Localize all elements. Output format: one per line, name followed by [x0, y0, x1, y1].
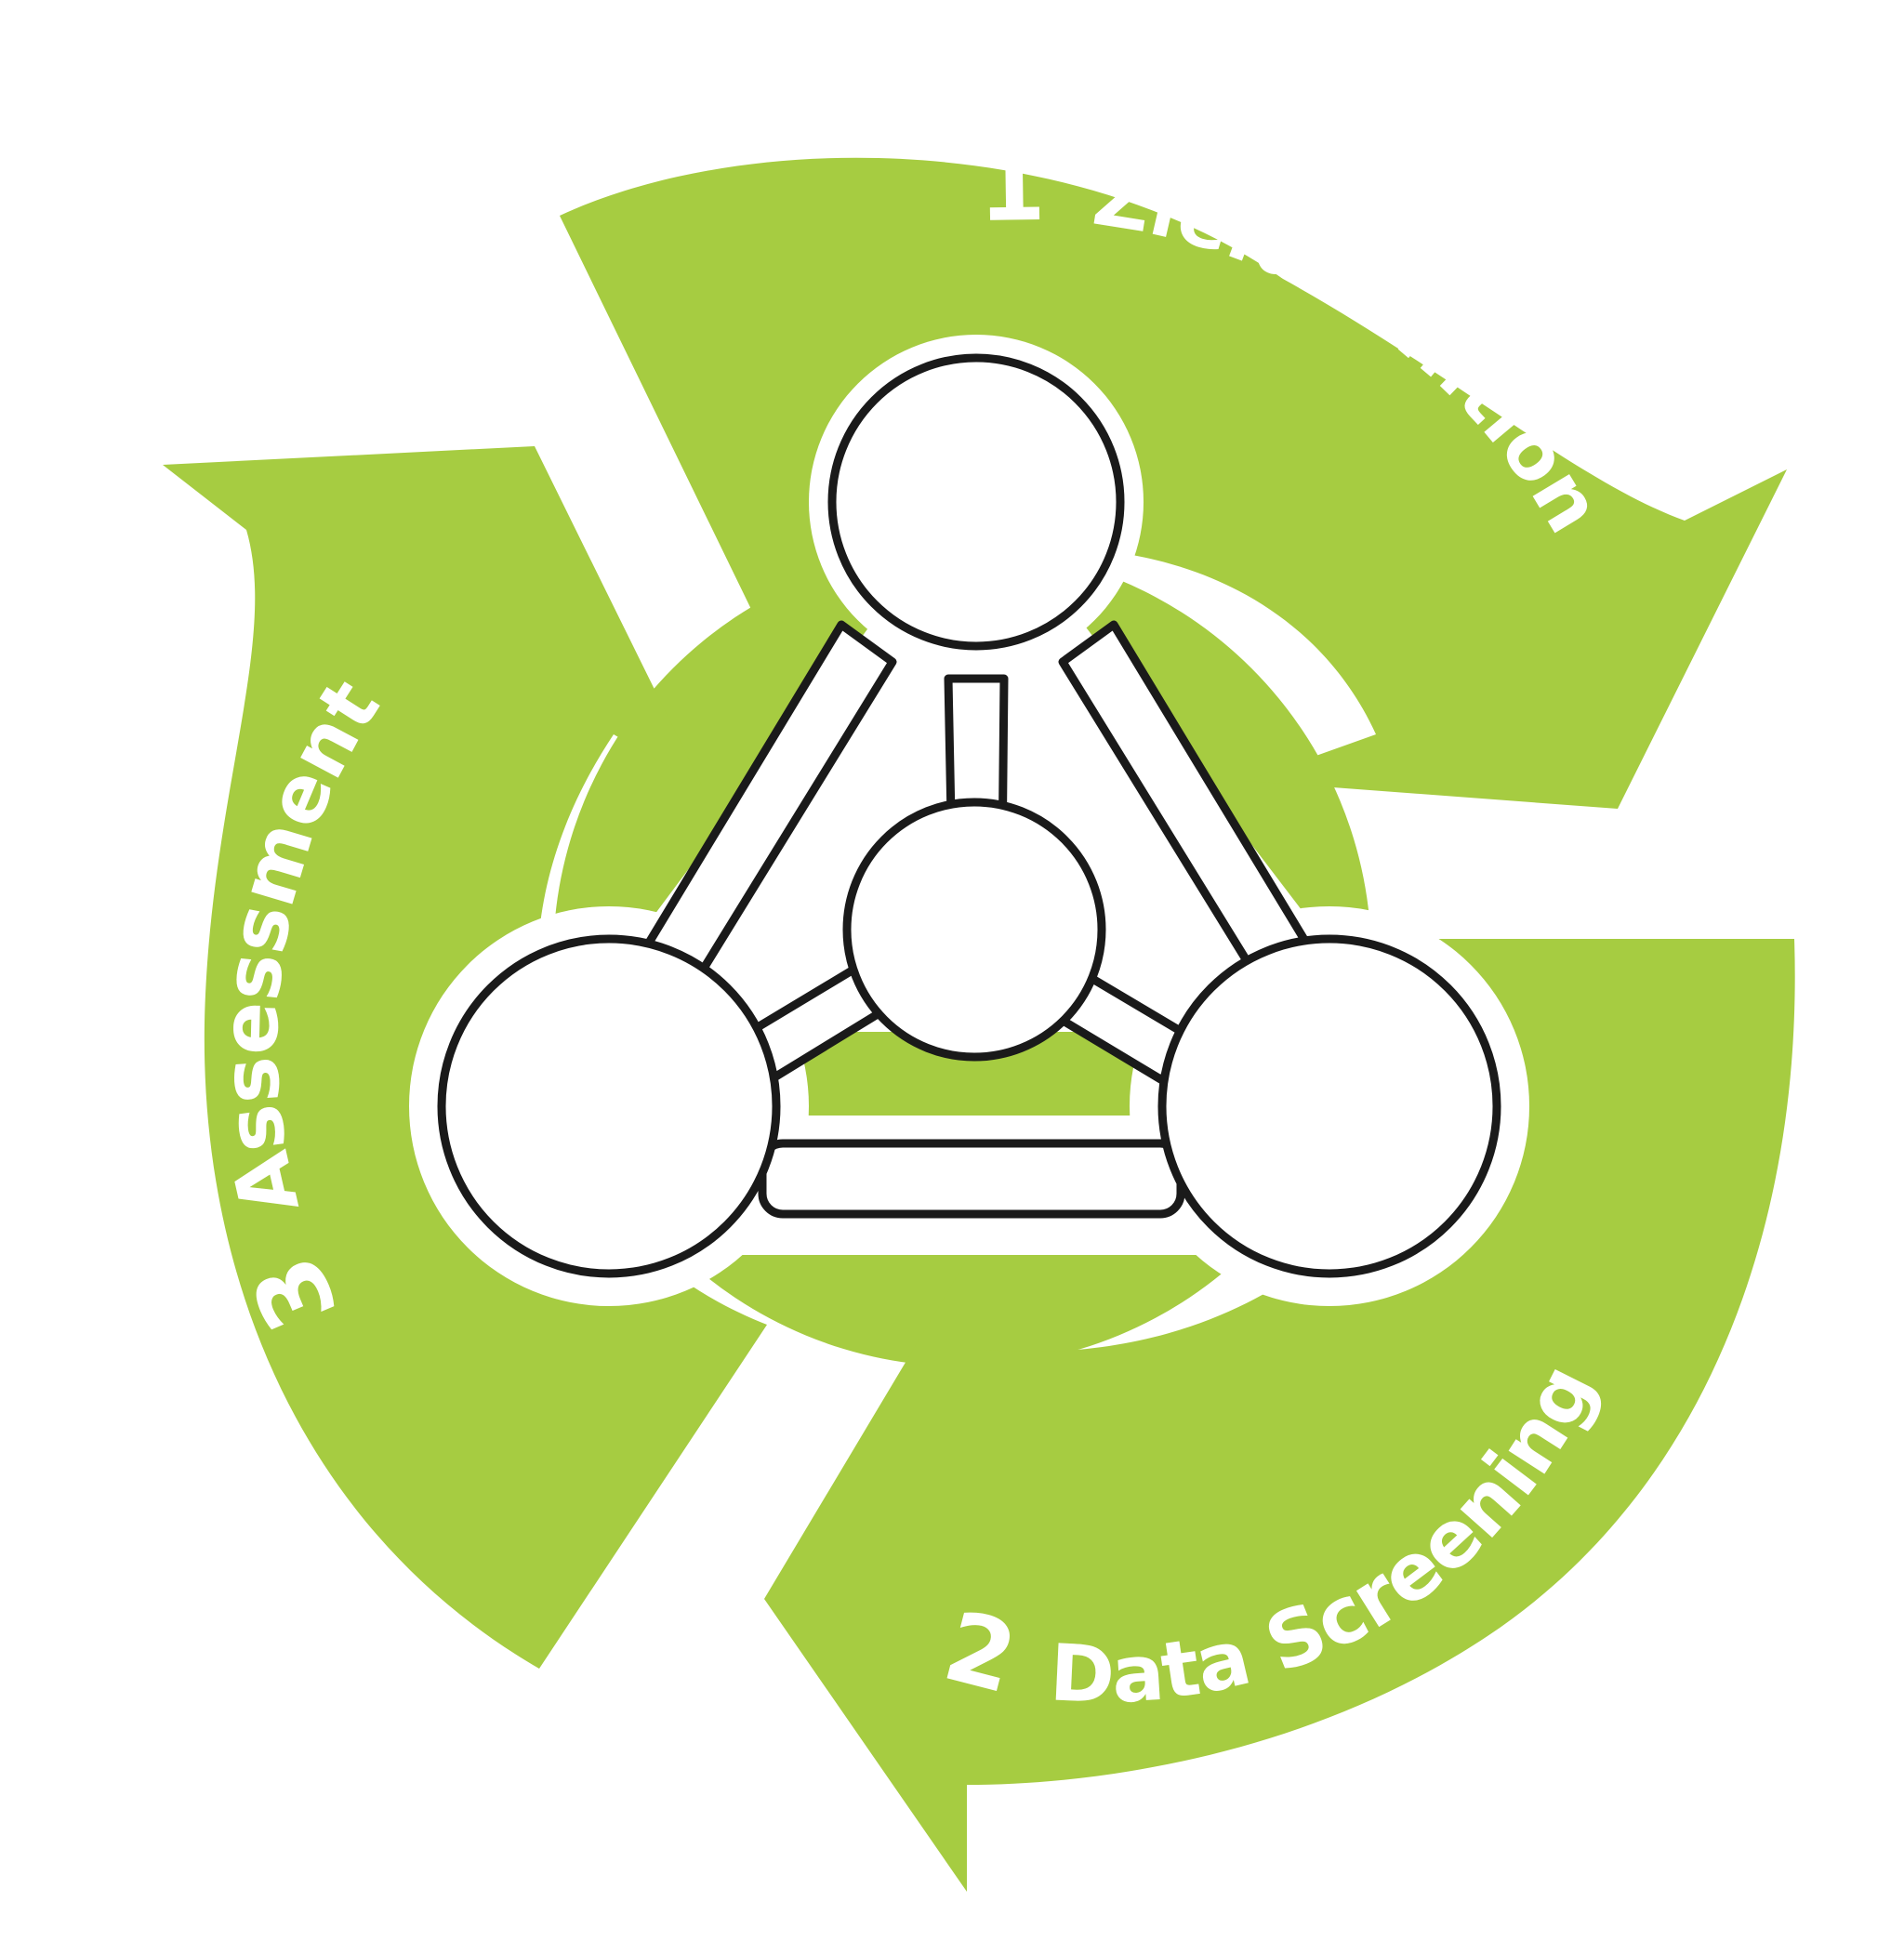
atom-top — [827, 353, 1125, 651]
bond-bottom — [758, 1139, 1185, 1219]
arrow-step-2 — [764, 939, 1795, 1892]
arrow-step-1 — [560, 157, 1787, 809]
atom-left — [437, 934, 781, 1278]
atom-center — [842, 798, 1106, 1062]
atom-right — [1157, 934, 1501, 1278]
step-1-number: 1 — [977, 129, 1046, 244]
molecule-icon — [409, 335, 1529, 1306]
